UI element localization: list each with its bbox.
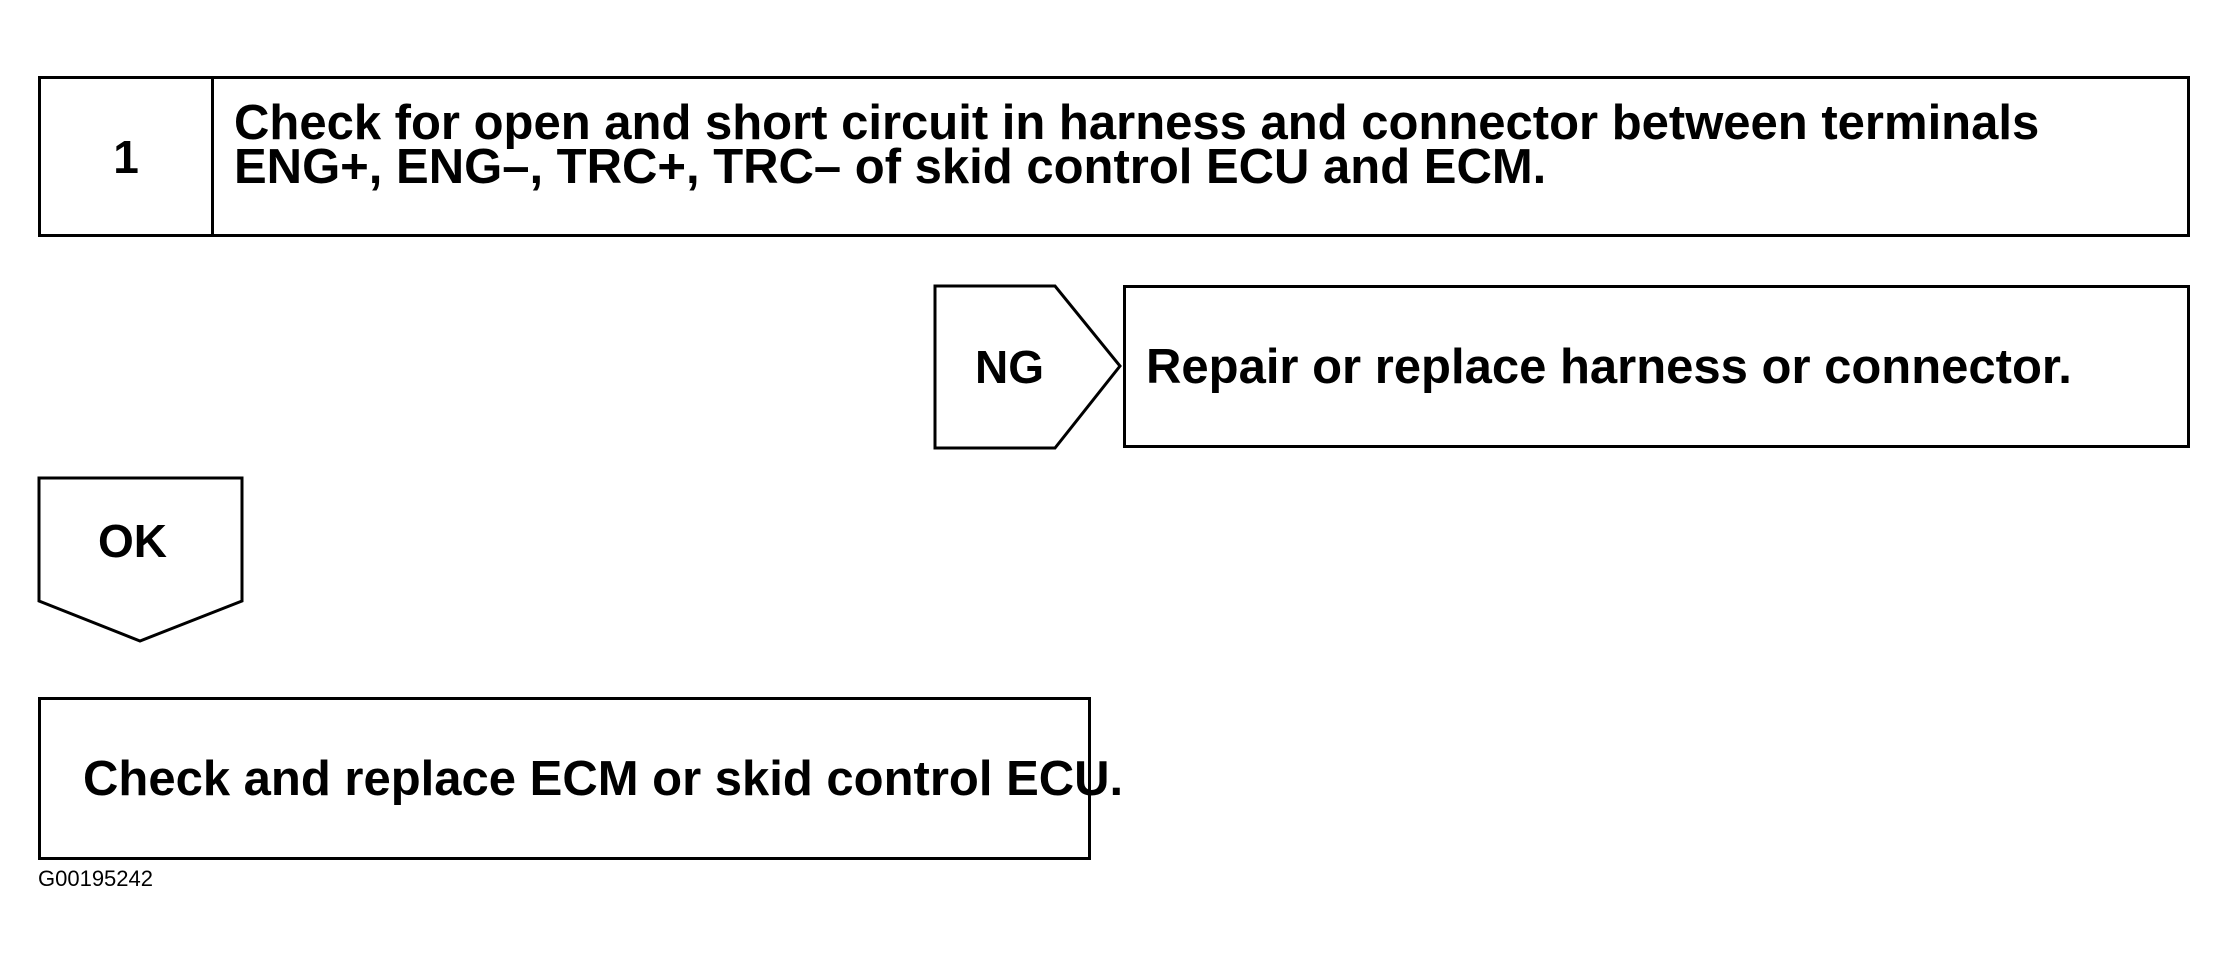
ng-result-text: Repair or replace harness or connector. — [1146, 339, 2072, 394]
step-instruction: Check for open and short circuit in harn… — [214, 79, 2187, 234]
ng-arrow-icon — [933, 284, 1122, 450]
ok-result-box: Check and replace ECM or skid control EC… — [38, 697, 1123, 860]
ok-arrow-icon — [37, 476, 244, 643]
ok-result-text: Check and replace ECM or skid control EC… — [83, 751, 1124, 806]
step-number: 1 — [41, 79, 214, 234]
step-instruction-line-1: Check for open and short circuit in harn… — [234, 96, 2040, 150]
ok-label: OK — [98, 515, 167, 567]
figure-id: G00195242 — [38, 866, 153, 891]
step-1-box: 1 Check for open and short circuit in ha… — [38, 76, 2190, 237]
step-instruction-line-2: ENG+, ENG–, TRC+, TRC– of skid control E… — [234, 140, 1547, 194]
ng-result-box: Repair or replace harness or connector. — [1123, 285, 2190, 448]
ng-label: NG — [975, 341, 1044, 393]
